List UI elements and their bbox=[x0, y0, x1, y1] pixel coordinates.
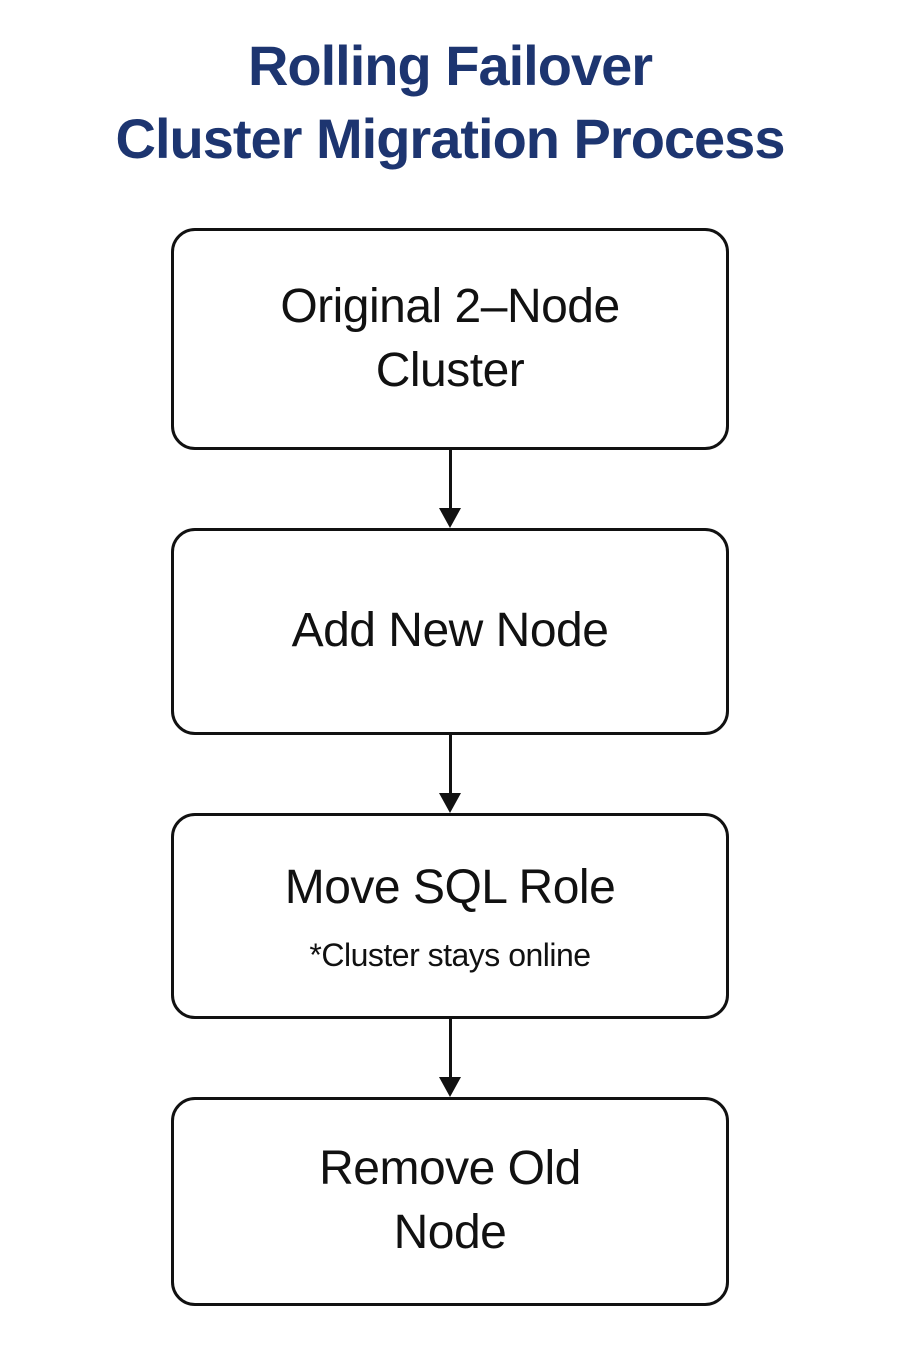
title-line-1: Rolling Failover bbox=[247, 34, 653, 97]
arrow-head-icon bbox=[439, 1076, 461, 1097]
flow-arrow-3 bbox=[171, 1018, 729, 1097]
arrow-line bbox=[448, 449, 452, 508]
arrow-head-icon bbox=[439, 792, 461, 813]
node-label-line: Move SQL Role bbox=[284, 861, 616, 915]
flow-node-move-sql-role: Move SQL Role *Cluster stays online bbox=[171, 812, 729, 1019]
flow-node-original-cluster: Original 2–Node Cluster bbox=[171, 227, 729, 450]
flow-arrow-2 bbox=[171, 734, 729, 813]
arrow-head-icon bbox=[439, 507, 461, 528]
flow-node-remove-old-node: Remove Old Node bbox=[171, 1096, 729, 1306]
node-label-line: Cluster bbox=[375, 343, 525, 397]
arrow-line bbox=[448, 734, 452, 793]
arrow-line bbox=[448, 1018, 452, 1077]
node-label-line: Add New Node bbox=[291, 604, 609, 658]
flow-node-add-new-node: Add New Node bbox=[171, 527, 729, 735]
flow-arrow-1 bbox=[171, 449, 729, 528]
title-line-2: Cluster Migration Process bbox=[115, 106, 786, 170]
node-note: *Cluster stays online bbox=[309, 937, 591, 974]
flowchart: Original 2–Node Cluster Add New Node Mov… bbox=[171, 227, 729, 1306]
diagram-title: Rolling Failover Cluster Migration Proce… bbox=[0, 30, 900, 176]
node-label-line: Original 2–Node bbox=[280, 279, 620, 333]
node-label-line: Node bbox=[393, 1206, 507, 1260]
node-label-line: Remove Old bbox=[319, 1142, 581, 1196]
